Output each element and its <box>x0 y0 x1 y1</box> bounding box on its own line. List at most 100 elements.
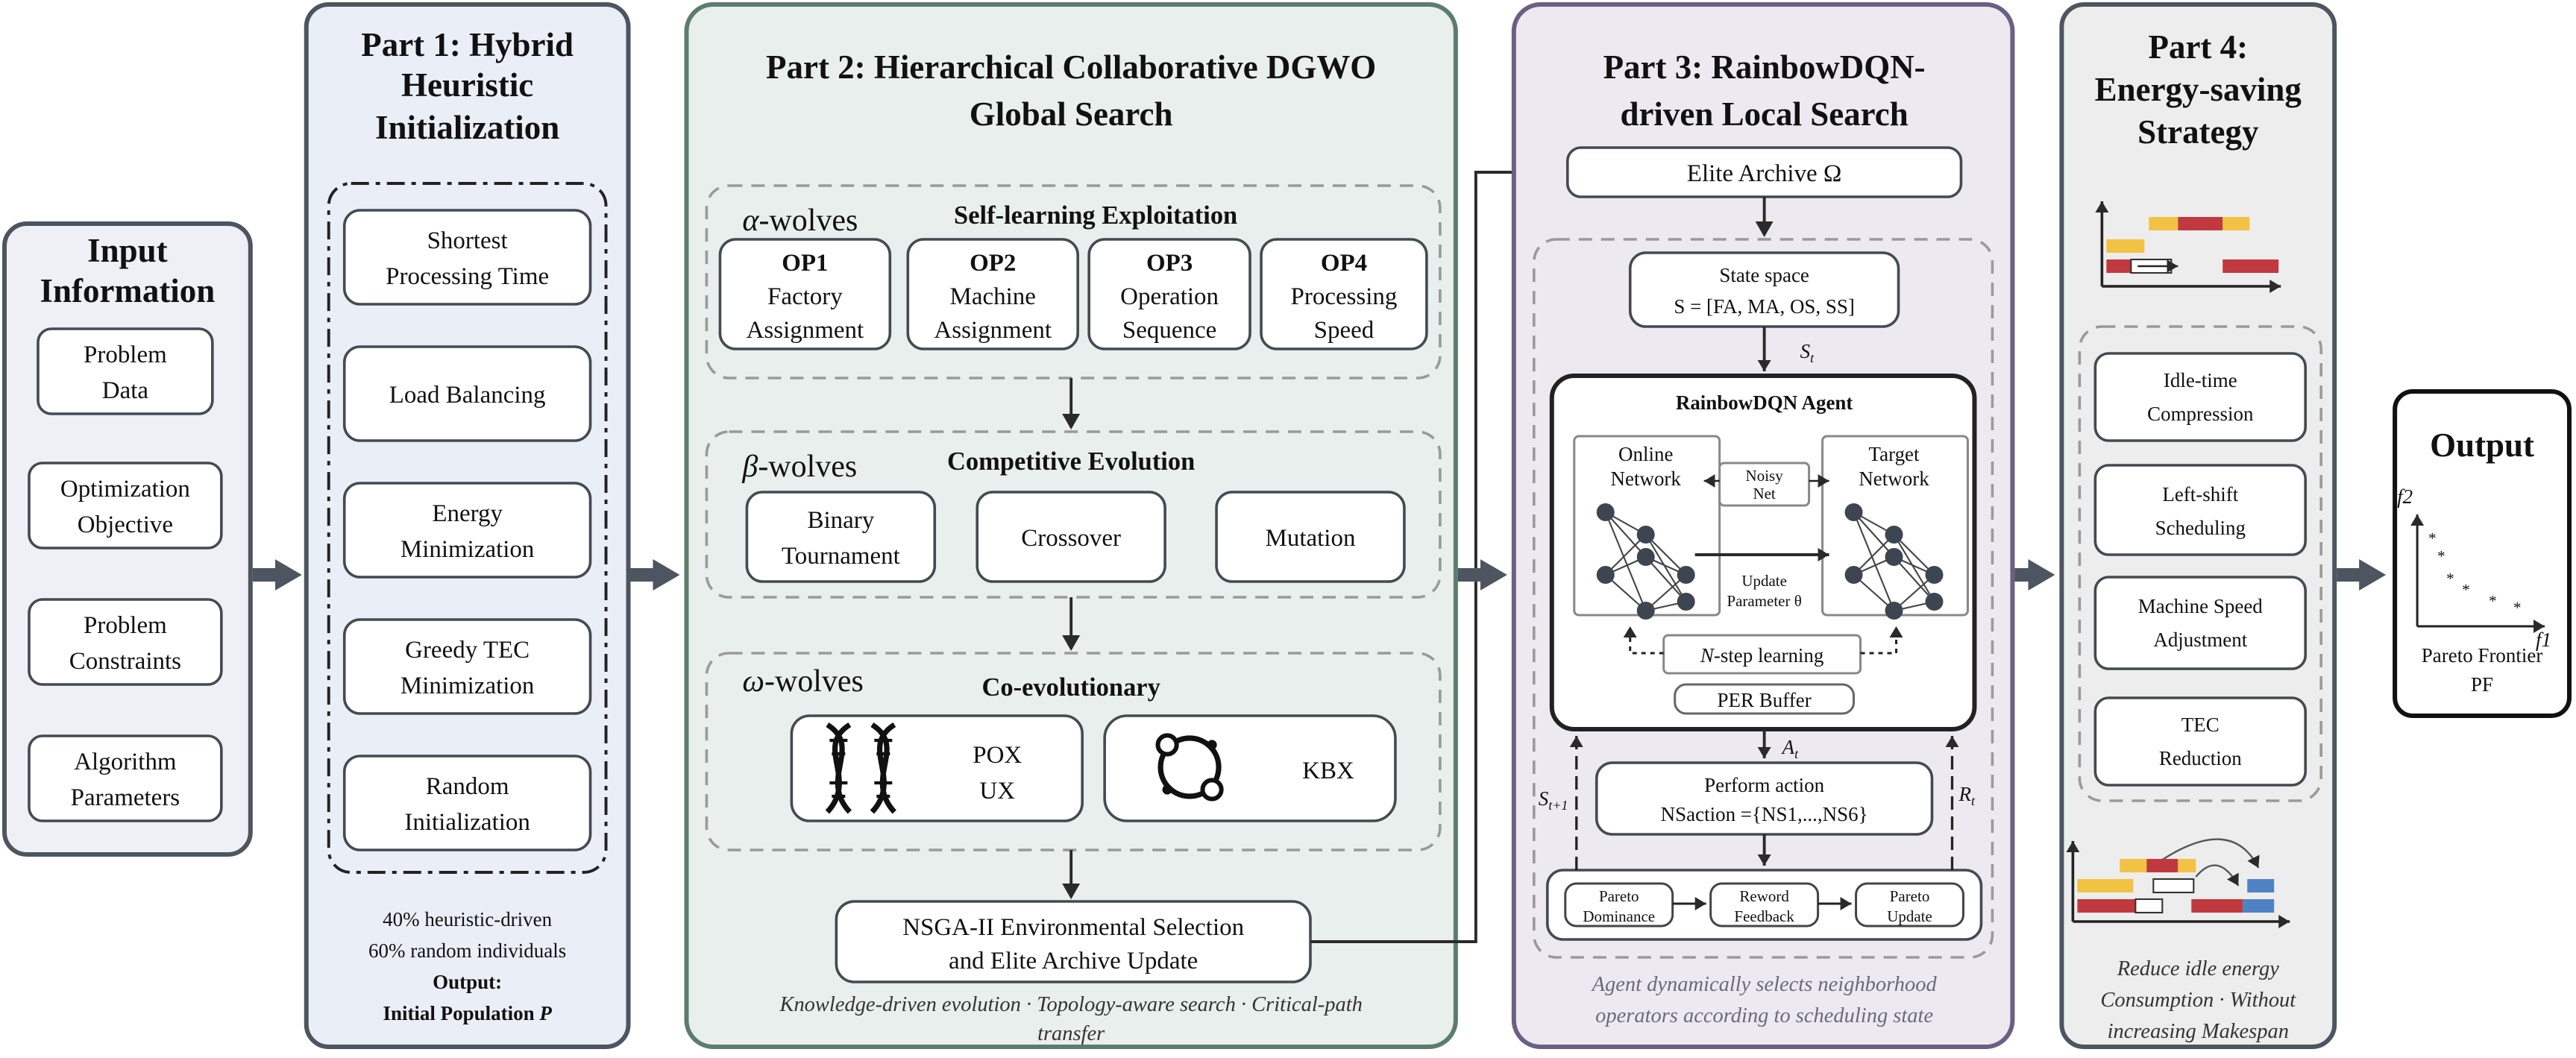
omega-pox-ux: POX UX <box>790 714 1084 822</box>
rainbowdqn-agent: RainbowDQN Agent Online Network Target N… <box>1549 374 1977 731</box>
part2-caption-line2: transfer <box>1037 1022 1105 1045</box>
svg-text:Compression: Compression <box>2147 403 2254 425</box>
svg-text:Minimization: Minimization <box>400 673 535 699</box>
op4-processing-speed: OP4 Processing Speed <box>1260 238 1428 350</box>
input-item-problem-data: Problem Data <box>37 327 214 415</box>
part1-note-random: 60% random individuals <box>368 939 566 962</box>
svg-text:Initialization: Initialization <box>404 809 530 836</box>
part1-item-shortest-processing-time: Shortest Processing Time <box>342 209 592 306</box>
part3-panel: Part 3: RainbowDQN- driven Local Search … <box>1511 2 2015 1049</box>
feedback-row: Pareto Dominance Reword Feedback Pareto … <box>1545 869 1983 941</box>
reward-label: Rt <box>1958 783 1975 808</box>
nn-node <box>1636 526 1655 544</box>
svg-text:Network: Network <box>1859 467 1929 490</box>
nn-node <box>1844 566 1863 584</box>
svg-text:POX: POX <box>973 742 1022 769</box>
output-title: Output <box>2430 426 2534 464</box>
svg-text:Dominance: Dominance <box>1583 907 1655 925</box>
svg-text:N-step learning: N-step learning <box>1700 644 1824 667</box>
svg-text:Mutation: Mutation <box>1266 525 1356 552</box>
svg-text:Machine Speed: Machine Speed <box>2138 595 2264 617</box>
gantt-chart-icon-bottom <box>2066 838 2290 928</box>
part4-caption-line2: Consumption · Without <box>2100 989 2296 1012</box>
svg-text:OP4: OP4 <box>1321 250 1367 277</box>
svg-text:Factory: Factory <box>767 283 843 310</box>
nn-edge <box>1605 574 1647 611</box>
svg-text:Pareto: Pareto <box>1599 887 1639 905</box>
svg-text:Adjustment: Adjustment <box>2153 629 2247 651</box>
svg-text:PER Buffer: PER Buffer <box>1718 689 1812 711</box>
svg-text:Minimization: Minimization <box>400 536 535 563</box>
svg-text:Reduction: Reduction <box>2159 747 2242 769</box>
output-f2-label: f2 <box>2397 485 2413 508</box>
pareto-update-box: Pareto Update <box>1855 882 1964 928</box>
pareto-point: * <box>2428 529 2436 547</box>
cycle-icon <box>1155 733 1224 802</box>
svg-text:Objective: Objective <box>78 511 173 538</box>
nn-edge <box>1644 534 1687 576</box>
nn-edge <box>1604 511 1647 611</box>
state-st-label: St <box>1800 340 1815 365</box>
part1-title-line3: Initialization <box>375 109 559 146</box>
nn-node <box>1596 566 1615 584</box>
op1-factory-assignment: OP1 Factory Assignment <box>718 238 892 350</box>
part4-panel: Part 4: Energy-saving Strategy Idle-time… <box>2059 2 2337 1049</box>
nsga-ii-selection-box: NSGA-II Environmental Selection and Elit… <box>835 900 1312 983</box>
beta-mutation: Mutation <box>1215 491 1406 583</box>
op2-machine-assignment: OP2 Machine Assignment <box>906 238 1079 350</box>
nn-edge <box>1893 534 1935 576</box>
svg-text:Data: Data <box>102 377 149 404</box>
part1-note-output-label: Output: <box>433 971 502 993</box>
svg-text:S = [FA, MA, OS, SS]: S = [FA, MA, OS, SS] <box>1674 295 1855 318</box>
neural-net-icon <box>1596 503 1695 620</box>
part4-caption-line1: Reduce idle energy <box>2117 957 2280 980</box>
nn-edge <box>1644 534 1687 602</box>
pareto-frontier-label-line2: PF <box>2471 673 2493 696</box>
update-label-line1: Update <box>1741 572 1787 590</box>
neural-net-icon <box>1844 503 1944 620</box>
nn-node <box>1677 593 1695 611</box>
svg-text:Assignment: Assignment <box>934 317 1052 344</box>
svg-text:Scheduling: Scheduling <box>2155 517 2246 539</box>
op3-operation-sequence: OP3 Operation Sequence <box>1087 238 1251 350</box>
nn-node <box>1677 566 1695 584</box>
part4-strategy-group <box>2078 325 2322 802</box>
svg-text:Feedback: Feedback <box>1734 907 1794 925</box>
part3-title-line1: Part 3: RainbowDQN- <box>1603 48 1926 86</box>
elite-archive-box: Elite Archive Ω <box>1565 146 1963 198</box>
nn-edge <box>1853 534 1895 576</box>
svg-text:Speed: Speed <box>1314 317 1375 344</box>
part2-title-line2: Global Search <box>970 95 1173 133</box>
pareto-frontier-label-line1: Pareto Frontier <box>2422 644 2543 667</box>
svg-text:Load Balancing: Load Balancing <box>389 382 546 409</box>
part1-panel: Part 1: Hybrid Heuristic Initialization … <box>304 2 631 1049</box>
svg-text:Crossover: Crossover <box>1021 525 1121 552</box>
svg-text:Problem: Problem <box>84 341 167 368</box>
gantt-chart-icon-top <box>2095 201 2281 293</box>
nn-node <box>1844 503 1863 521</box>
input-panel: Input Information Problem Data Optimizat… <box>1 221 253 857</box>
alpha-wolves-label: α-wolves <box>742 204 858 238</box>
pareto-point: * <box>2489 592 2496 610</box>
target-network: Target Network <box>1821 435 1969 617</box>
svg-text:Assignment: Assignment <box>747 317 864 344</box>
svg-text:Algorithm: Algorithm <box>74 749 177 775</box>
svg-text:NSaction ={NS1,...,NS6}: NSaction ={NS1,...,NS6} <box>1661 803 1868 825</box>
omega-kbx: KBX <box>1103 714 1397 822</box>
dna-icon <box>825 722 852 814</box>
next-state-label: St+1 <box>1539 787 1568 813</box>
svg-text:TEC: TEC <box>2181 714 2220 736</box>
input-item-optimization-objective: Optimization Objective <box>28 462 223 550</box>
svg-text:and Elite Archive Update: and Elite Archive Update <box>949 948 1198 974</box>
svg-text:Random: Random <box>426 773 509 800</box>
nn-edge <box>1893 556 1935 602</box>
beta-binary-tournament: Binary Tournament <box>745 491 937 583</box>
nn-edge <box>1604 511 1647 558</box>
svg-text:OP2: OP2 <box>970 250 1016 277</box>
omega-wolves-group <box>705 652 1442 851</box>
part3-caption-line1: Agent dynamically selects neighborhood <box>1591 973 1938 996</box>
nn-edge <box>1853 511 1895 558</box>
part1-item-energy-minimization: Energy Minimization <box>342 482 592 579</box>
svg-text:State space: State space <box>1719 264 1809 286</box>
svg-text:Processing: Processing <box>1291 283 1398 310</box>
